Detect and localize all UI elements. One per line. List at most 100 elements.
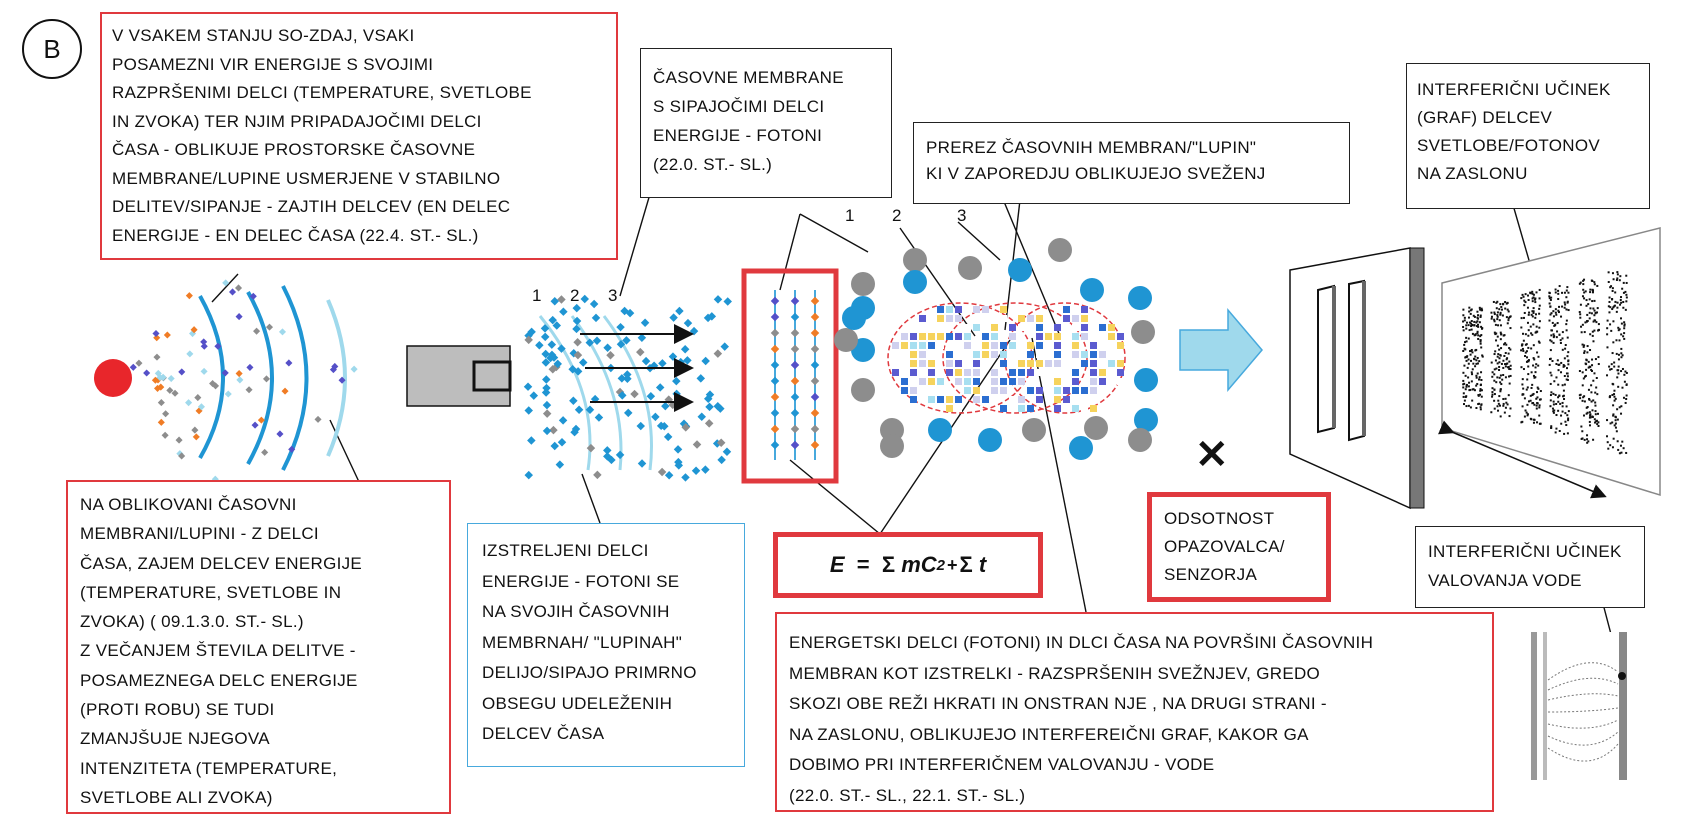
- interference-dot: [1463, 316, 1466, 319]
- photon-particle: [550, 297, 559, 306]
- interference-dot: [1498, 368, 1501, 371]
- interference-dot: [1475, 376, 1478, 379]
- interference-dot: [1578, 394, 1581, 397]
- interference-dot: [1522, 316, 1525, 319]
- interference-dot: [1565, 289, 1568, 292]
- interference-dot: [1539, 422, 1542, 425]
- interference-dot: [1473, 389, 1476, 392]
- interference-dot: [1531, 315, 1534, 318]
- bundle-tile: [1009, 324, 1016, 331]
- photon-particle: [542, 375, 551, 384]
- bundle-tile: [910, 369, 917, 376]
- bundle-tile: [1027, 360, 1034, 367]
- source-particle: [314, 415, 322, 423]
- interference-dot: [1566, 355, 1569, 358]
- interference-dot: [1499, 388, 1502, 391]
- photon-particle: [542, 383, 551, 393]
- interference-dot: [1507, 366, 1510, 369]
- interference-dot: [1563, 432, 1566, 435]
- interference-dot: [1548, 295, 1551, 298]
- interference-dot: [1475, 384, 1478, 387]
- interference-dot: [1496, 318, 1499, 321]
- interference-dot: [1466, 321, 1469, 324]
- interference-dot: [1563, 301, 1566, 304]
- interference-dot: [1623, 321, 1626, 324]
- interference-dot: [1594, 319, 1597, 322]
- interference-dot: [1464, 396, 1467, 399]
- interference-dot: [1532, 296, 1535, 299]
- interference-dot: [1616, 277, 1619, 280]
- interference-dot: [1566, 336, 1569, 339]
- interference-dot: [1582, 414, 1585, 417]
- interference-dot: [1473, 358, 1476, 361]
- interference-dot: [1522, 387, 1525, 390]
- interference-dot: [1596, 307, 1599, 310]
- membrane-particle: [770, 360, 780, 370]
- bundle-tile: [1054, 324, 1061, 331]
- interference-dot: [1526, 414, 1529, 417]
- interference-dot: [1474, 355, 1477, 358]
- interference-dot: [1533, 403, 1536, 406]
- bundle-tile: [1081, 360, 1088, 367]
- bundle-tile: [982, 315, 989, 322]
- interference-dot: [1581, 399, 1584, 402]
- interference-dot: [1523, 397, 1526, 400]
- interference-dot: [1578, 282, 1581, 285]
- interference-dot: [1524, 351, 1527, 354]
- interference-dot: [1588, 311, 1591, 314]
- interference-dot: [1563, 383, 1566, 386]
- interference-dot: [1565, 329, 1568, 332]
- photon-particle: [573, 350, 583, 360]
- interference-dot: [1507, 317, 1510, 320]
- interference-dot: [1554, 393, 1557, 396]
- interference-dot: [1560, 414, 1563, 417]
- interference-dot: [1481, 354, 1484, 357]
- interference-dot: [1593, 299, 1596, 302]
- orbit-particles: [834, 238, 1158, 460]
- interference-dot: [1479, 406, 1482, 409]
- interference-dot: [1463, 364, 1466, 367]
- bundle-tile: [1072, 315, 1079, 322]
- orbit-particle: [958, 256, 982, 280]
- interference-dot: [1522, 295, 1525, 298]
- interference-dot: [1531, 292, 1534, 295]
- interference-dot: [1480, 379, 1483, 382]
- photon-particle: [593, 470, 602, 480]
- interference-dot: [1561, 305, 1564, 308]
- interference-dot: [1591, 280, 1594, 283]
- bundle-tile: [1090, 405, 1097, 412]
- interference-dot: [1609, 422, 1612, 425]
- interference-dot: [1527, 313, 1530, 316]
- bundle-tile: [991, 324, 998, 331]
- interference-dot: [1617, 353, 1620, 356]
- interference-dot: [1522, 368, 1525, 371]
- photon-particle: [568, 364, 577, 374]
- interference-dot: [1583, 438, 1586, 441]
- source-particle: [200, 367, 208, 375]
- membrane-particle: [810, 392, 820, 402]
- interference-dot: [1567, 359, 1570, 362]
- photon-particle: [672, 389, 681, 399]
- photon-particle: [541, 349, 550, 359]
- bundle-tile: [1108, 324, 1115, 331]
- interference-dot: [1616, 408, 1619, 411]
- interference-dot: [1590, 400, 1593, 403]
- interference-dot: [1479, 384, 1482, 387]
- interference-dot: [1473, 324, 1476, 327]
- photon-particle: [636, 347, 645, 357]
- interference-dot: [1479, 339, 1482, 342]
- bundle-tile: [991, 351, 998, 358]
- energy-source: [94, 359, 132, 397]
- bundle-tile: [892, 369, 899, 376]
- bundle-tile: [1000, 315, 1007, 322]
- bundle-tile: [1117, 333, 1124, 340]
- interference-dot: [1497, 324, 1500, 327]
- interference-dot: [1477, 314, 1480, 317]
- interference-dot: [1504, 397, 1507, 400]
- interference-dot: [1478, 378, 1481, 381]
- interference-dot: [1620, 301, 1623, 304]
- source-particle: [338, 376, 346, 384]
- bundle-tile: [946, 315, 953, 322]
- interference-dot: [1555, 313, 1558, 316]
- bundle-tile: [910, 351, 917, 358]
